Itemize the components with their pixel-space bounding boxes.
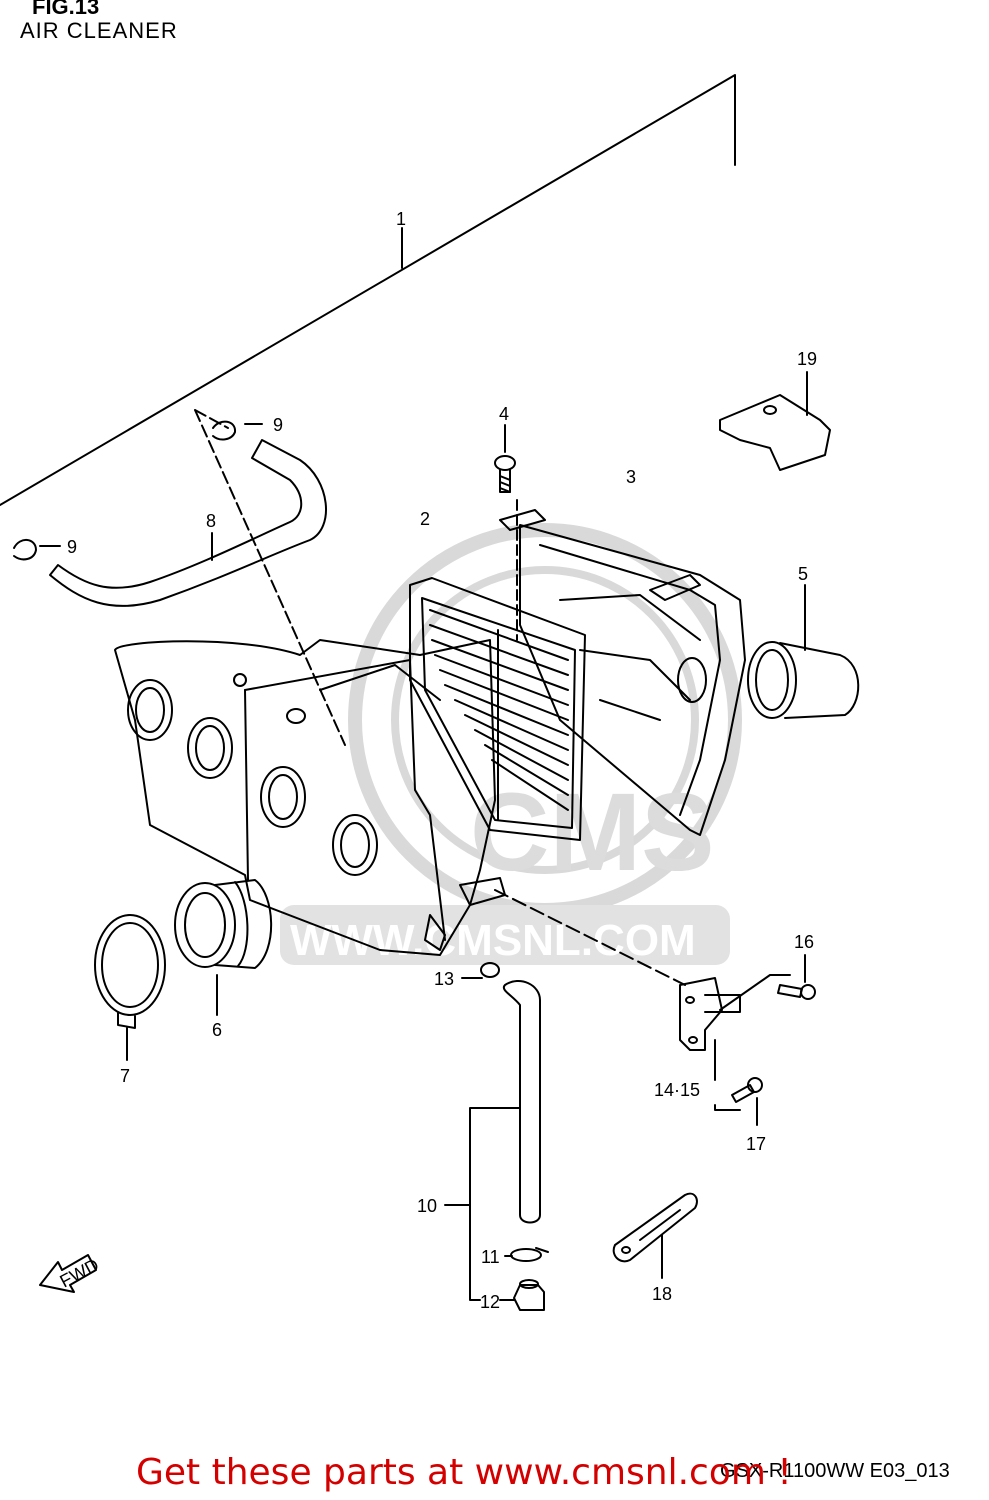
callout-10: 10 [417,1196,437,1216]
parts-diagram: CMS WWW.CMSNL.COM [0,74,860,1312]
callout-3: 3 [626,467,636,487]
callout-9a: 9 [273,415,283,435]
callout-13: 13 [434,969,454,989]
watermark-url-text: WWW.CMSNL.COM [290,916,696,965]
figure-title: FIG.13 [32,0,100,19]
bolt-16 [777,984,816,1000]
drain-hose-10 [502,980,541,1224]
callout-7: 7 [120,1066,130,1086]
hose-clamp-9b [13,539,61,561]
callout-18: 18 [652,1284,672,1304]
air-filter-element [409,577,586,841]
breather-hose [49,439,327,607]
hinge-bracket-14-15 [679,977,741,1051]
callout-19: 19 [797,349,817,369]
outlet-joint-6 [174,879,273,969]
drain-plug-12 [513,1279,545,1311]
clip-11 [510,1247,549,1262]
hose-clamp-9a [212,420,263,441]
callout-11: 11 [481,1247,500,1267]
intake-pipe-5 [747,641,860,719]
callout-4: 4 [499,404,509,424]
clamp-7 [94,914,166,1029]
cta-link[interactable]: Get these parts at www.cmsnl.com ! [136,1452,792,1493]
callout-12: 12 [480,1292,500,1312]
callout-17: 17 [746,1134,766,1154]
fwd-arrow [39,1254,97,1293]
callout-5: 5 [798,564,808,584]
air-cleaner-cap [499,509,746,836]
air-cleaner-case [114,639,496,956]
case-intake-holes [127,679,378,876]
callout-9b: 9 [67,537,77,557]
diagram-code: GSX-R1100WW E03_013 [720,1460,950,1482]
watermark-band [280,905,730,965]
callout-6: 6 [212,1020,222,1040]
callout-16: 16 [794,932,814,952]
bolt-17 [731,1077,763,1103]
callout-1: 1 [396,209,406,229]
stay-18 [612,1192,698,1263]
callout-14-15: 14·15 [654,1080,700,1100]
screw-4 [494,455,516,493]
callout-8: 8 [206,511,216,531]
clamp-13 [480,962,500,978]
assembly-bracket-1 [0,74,736,506]
bracket-19 [719,394,831,471]
figure-subtitle: AIR CLEANER [20,18,178,43]
callout-2: 2 [420,509,430,529]
